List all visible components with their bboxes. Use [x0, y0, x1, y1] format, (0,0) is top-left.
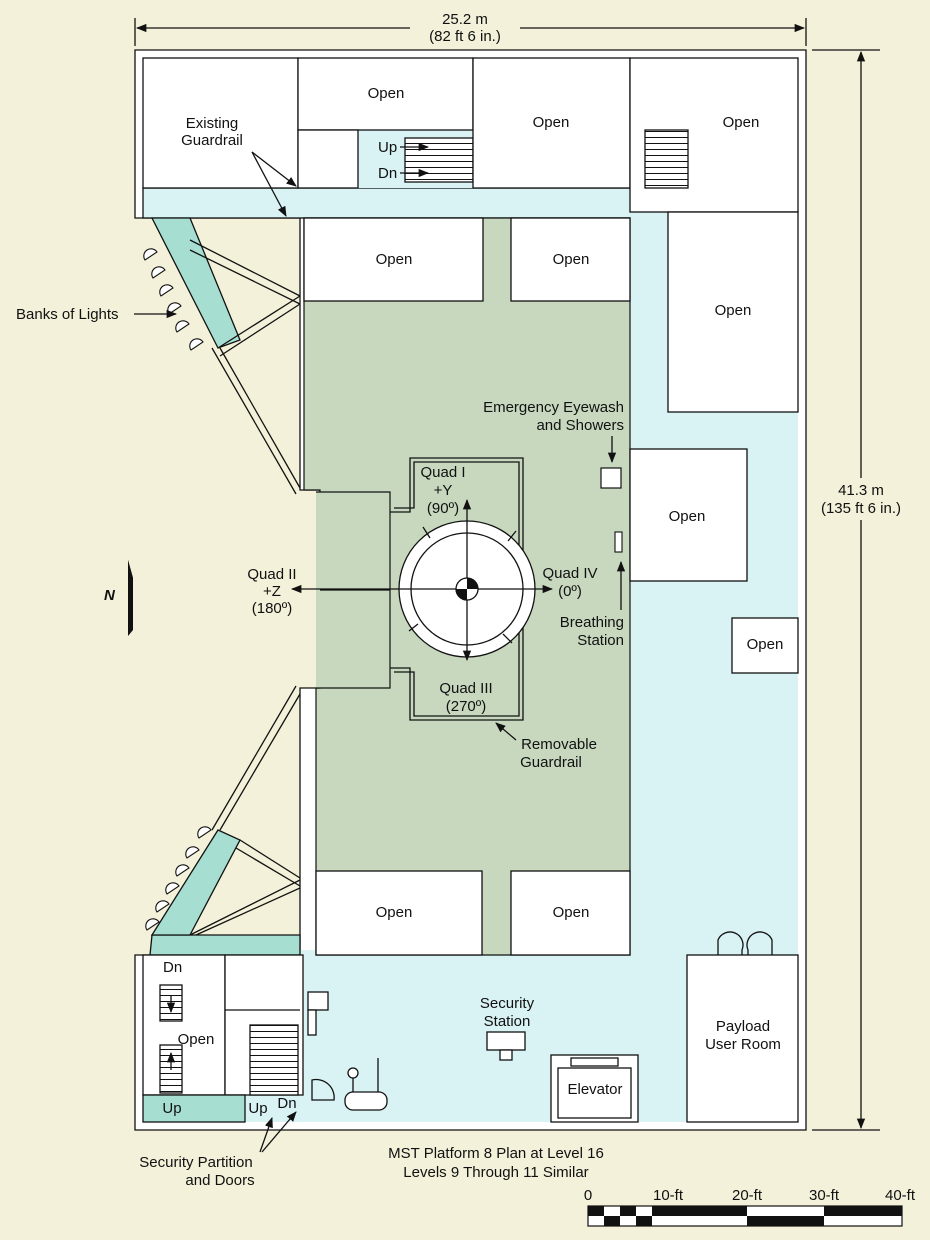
room-open-right-1: Open	[667, 211, 799, 413]
room-open-top-3: Open	[629, 57, 799, 213]
open-label: Open	[533, 114, 570, 131]
open-label: Open	[368, 85, 405, 102]
breathing-label-1: Breathing	[560, 614, 624, 631]
quad-labels: Quad I +Y (90º) Quad II +Z (180º) Quad I…	[247, 464, 597, 715]
height-ft-label: (135 ft 6 in.)	[821, 500, 901, 517]
quad1-label: Quad I	[420, 464, 465, 481]
launch-mount-ring	[290, 498, 554, 662]
elevator: Elevator	[550, 1054, 639, 1123]
eyewash-label-1: Emergency Eyewash	[483, 399, 624, 416]
stair-room-top: Up Dn	[297, 129, 474, 189]
scale-tick-30: 30-ft	[809, 1187, 840, 1204]
height-dimension: 41.3 m (135 ft 6 in.)	[810, 49, 920, 1131]
height-m-label: 41.3 m	[838, 482, 884, 499]
quad2-label: Quad II	[247, 566, 296, 583]
quad3-label: Quad III	[439, 680, 492, 697]
elevator-label: Elevator	[567, 1081, 622, 1098]
bottom-left-stair-block: Dn Open Up Up Dn	[142, 954, 304, 1123]
removable-guardrail-label-1: Removable	[521, 736, 597, 753]
light-bank-lower	[145, 685, 301, 956]
light-bank-upper	[143, 217, 301, 495]
north-label: N	[104, 587, 116, 604]
light-fixtures-upper	[143, 248, 204, 351]
room-open-top-1: Open	[297, 57, 474, 131]
width-dimension: 25.2 m (82 ft 6 in.)	[134, 10, 807, 46]
payload-label-2: User Room	[705, 1036, 781, 1053]
eyewash-callout: Emergency Eyewash and Showers	[483, 399, 624, 489]
banks-of-lights-label: Banks of Lights	[16, 306, 119, 323]
open-label-bottom-left: Open	[178, 1031, 215, 1048]
security-partition-label-2: and Doors	[185, 1172, 254, 1189]
open-label: Open	[553, 251, 590, 268]
quad4-label: Quad IV	[542, 565, 597, 582]
room-open-2a: Open	[303, 217, 484, 302]
payload-user-room: Payload User Room	[686, 931, 799, 1123]
room-open-right-3: Open	[731, 617, 799, 674]
quad4-angle: (0º)	[558, 583, 582, 600]
caption-line-2: Levels 9 Through 11 Similar	[403, 1164, 588, 1181]
dn-label-bottom-2: Dn	[277, 1095, 296, 1112]
open-label: Open	[715, 302, 752, 319]
open-label: Open	[723, 114, 760, 131]
up-label-bottom-1: Up	[162, 1100, 181, 1117]
existing-guardrail-label-2: Guardrail	[181, 132, 243, 149]
open-label: Open	[376, 904, 413, 921]
up-label-bottom-2: Up	[248, 1100, 267, 1117]
quad3-angle: (270º)	[446, 698, 487, 715]
quad2-axis: +Z	[263, 583, 281, 600]
security-station-label-2: Station	[484, 1013, 531, 1030]
eyewash-label-2: and Showers	[536, 417, 624, 434]
removable-guardrail-callout: Removable Guardrail	[495, 722, 597, 771]
breathing-label-2: Station	[577, 632, 624, 649]
removable-guardrail-label-2: Guardrail	[520, 754, 582, 771]
bottom-fixtures	[307, 991, 388, 1111]
breathing-station-icon	[614, 531, 623, 553]
quad1-axis: +Y	[434, 482, 453, 499]
security-partition-callout: Security Partition and Doors	[139, 1111, 297, 1189]
room-open-right-2: Open	[629, 448, 748, 582]
caption-line-1: MST Platform 8 Plan at Level 16	[388, 1145, 604, 1162]
breathing-station-callout: Breathing Station	[560, 531, 626, 649]
open-label: Open	[376, 251, 413, 268]
scale-tick-40: 40-ft	[885, 1187, 916, 1204]
dn-label-bottom-1: Dn	[163, 959, 182, 976]
open-label: Open	[747, 636, 784, 653]
open-label: Open	[553, 904, 590, 921]
scale-bar: 0 10-ft 20-ft 30-ft 40-ft	[584, 1187, 916, 1227]
up-label-top: Up	[378, 139, 397, 156]
security-partition-label-1: Security Partition	[139, 1154, 252, 1171]
open-label: Open	[669, 508, 706, 525]
top-left-room: Existing Guardrail	[142, 57, 299, 217]
scale-tick-0: 0	[584, 1187, 592, 1204]
plan-caption: MST Platform 8 Plan at Level 16 Levels 9…	[388, 1145, 604, 1181]
security-station: Security Station	[480, 995, 535, 1061]
center-target-icon	[455, 577, 479, 601]
room-open-2b: Open	[510, 217, 631, 302]
room-open-bottom-1: Open	[315, 870, 483, 956]
security-station-label-1: Security	[480, 995, 535, 1012]
payload-label-1: Payload	[716, 1018, 770, 1035]
room-open-bottom-2: Open	[510, 870, 631, 956]
room-open-top-2: Open	[472, 57, 631, 189]
scale-tick-20: 20-ft	[732, 1187, 763, 1204]
banks-of-lights-callout: Banks of Lights	[16, 306, 178, 323]
quad1-angle: (90º)	[427, 500, 459, 517]
existing-guardrail-label-1: Existing	[186, 115, 239, 132]
width-m-label: 25.2 m	[442, 11, 488, 28]
eyewash-station-icon	[600, 467, 622, 489]
width-ft-label: (82 ft 6 in.)	[429, 28, 501, 45]
dn-label-top: Dn	[378, 165, 397, 182]
north-arrow-icon: N	[104, 560, 133, 636]
quad2-angle: (180º)	[252, 600, 293, 617]
scale-tick-10: 10-ft	[653, 1187, 684, 1204]
light-fixtures-lower	[145, 826, 212, 931]
